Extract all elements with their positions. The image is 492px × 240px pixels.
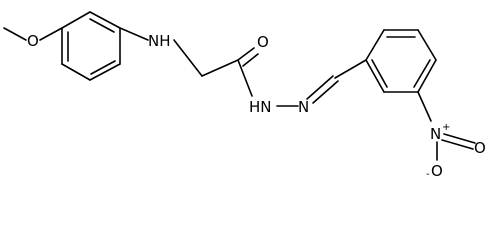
- imine-nitrogen-label: N: [298, 98, 309, 116]
- bond-nitro-double-a: [443, 133, 476, 144]
- carbonyl-oxygen-label: O: [257, 33, 269, 51]
- nitro-double-oxygen-label: O: [474, 139, 486, 157]
- bond-methoxy-ring: [39, 27, 63, 41]
- bond-carbonyl-double-b: [242, 53, 259, 67]
- right-benzene-ring: [365, 29, 437, 93]
- bond-ch2-carbonyl: [201, 59, 239, 77]
- bond-imine-double-a: [306, 75, 334, 100]
- bond-ring-nh: [119, 27, 149, 41]
- nitro-single-oxygen-label: O: [431, 162, 443, 180]
- methoxy-oxygen-label: O: [27, 32, 39, 50]
- nitro-oxygen-charge: -: [426, 169, 430, 180]
- bond-nh-ch2: [173, 39, 203, 77]
- amine-nh-label: NH: [148, 32, 171, 50]
- bond-ch-ring: [334, 59, 367, 79]
- bond-imine-double-b: [312, 80, 339, 104]
- bond-carbonyl-hn: [237, 59, 253, 97]
- bond-nitro-double-b: [441, 139, 474, 150]
- nitro-nitrogen-label: N: [430, 125, 441, 143]
- left-benzene-ring: [61, 11, 121, 81]
- nitro-nitrogen-charge: +: [442, 122, 450, 133]
- molecule-diagram: O NH O HN N N + O O -: [3, 11, 486, 180]
- structure-canvas: O NH O HN N N + O O -: [3, 11, 486, 180]
- bond-ring-nitro: [417, 91, 432, 122]
- bond-methyl: [3, 27, 27, 41]
- bond-carbonyl-double-a: [237, 47, 255, 61]
- hydrazide-hn-label: HN: [249, 98, 272, 116]
